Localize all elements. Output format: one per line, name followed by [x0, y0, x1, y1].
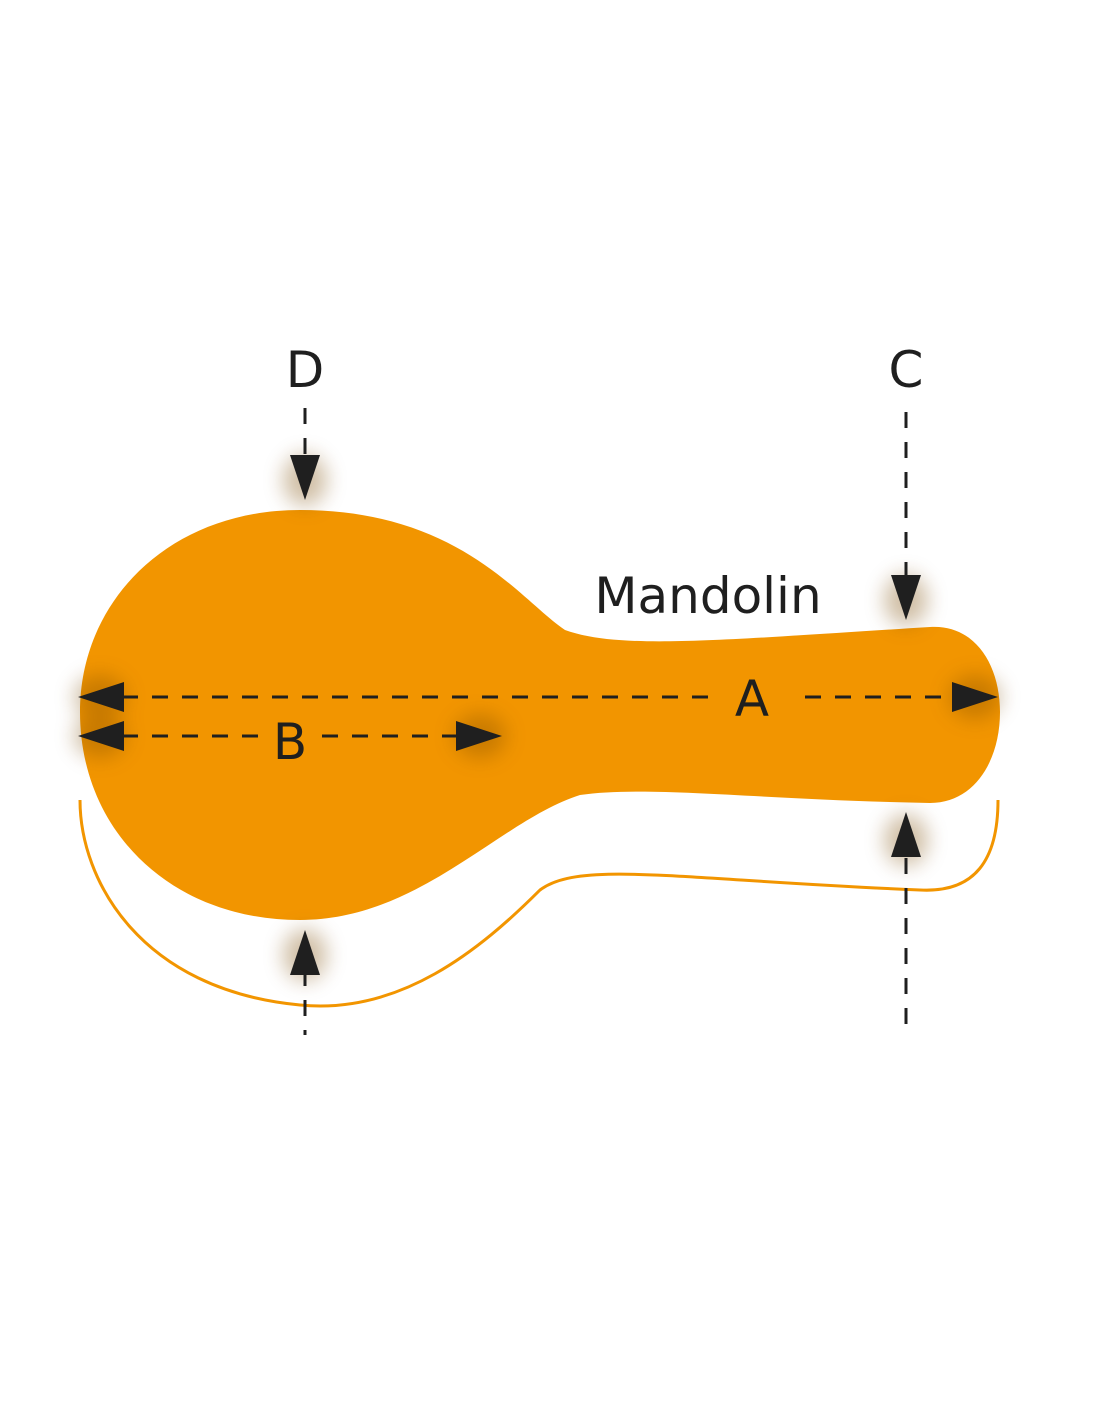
arrow-d-down-icon	[290, 455, 320, 500]
dimension-b	[78, 721, 502, 751]
arrow-b-right-icon	[456, 721, 502, 751]
arrow-a-left-icon	[78, 682, 124, 712]
label-c: C	[889, 341, 924, 399]
label-b: B	[273, 713, 307, 771]
instrument-title: Mandolin	[594, 567, 821, 625]
outline-curve	[78, 799, 1000, 1008]
label-a: A	[735, 670, 769, 728]
dimension-d	[290, 408, 320, 1035]
mandolin-body-shape	[80, 510, 1000, 920]
arrow-a-right-icon	[952, 682, 998, 712]
arrow-c-up-icon	[891, 812, 921, 857]
label-d: D	[286, 341, 325, 399]
arrow-b-left-icon	[78, 721, 124, 751]
dimension-c	[891, 412, 921, 1035]
dimension-a	[78, 682, 998, 712]
arrow-d-up-icon	[290, 930, 320, 975]
arrow-c-down-icon	[891, 575, 921, 620]
